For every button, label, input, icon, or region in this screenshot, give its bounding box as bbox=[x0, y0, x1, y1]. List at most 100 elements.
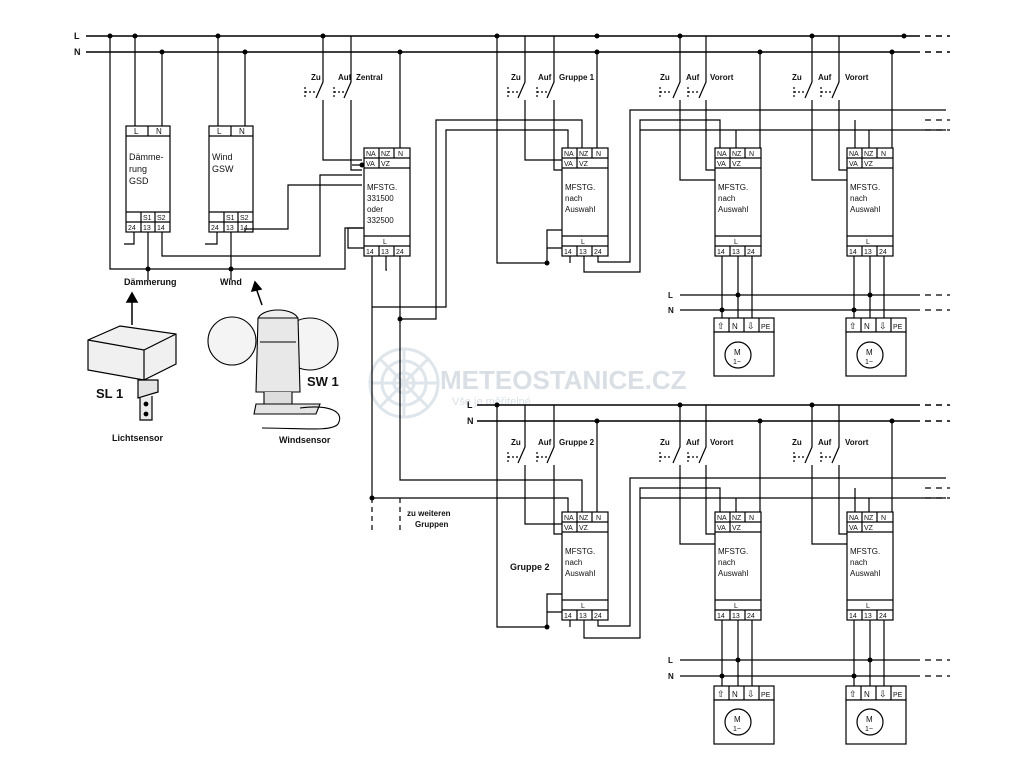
motor3-m-label: M bbox=[734, 715, 741, 724]
light-sensor-icon bbox=[87, 325, 177, 421]
main-bus bbox=[86, 35, 950, 53]
group2-gruppe2-label: Gruppe 2 bbox=[559, 438, 595, 447]
gsw-name-line1: Wind bbox=[212, 152, 233, 162]
group1-terminal-24: 24 bbox=[594, 249, 602, 256]
motor2-pe-label: PE bbox=[893, 324, 903, 331]
group2-side-label: Gruppe 2 bbox=[510, 562, 550, 572]
central-name-line2: 331500 bbox=[367, 194, 394, 203]
local3-name-line1: MFSTG. bbox=[718, 547, 748, 556]
motor3-n-label: N bbox=[732, 690, 738, 699]
local-unit-3-device: NA NZ N VA VZ MFSTG. nach Auswahl L 14 1… bbox=[714, 511, 762, 621]
local1-vorort-label: Vorort bbox=[710, 73, 734, 82]
central-terminal-24: 24 bbox=[396, 249, 404, 256]
gsw-terminal-l: L bbox=[217, 127, 222, 136]
group1-terminal-va: VA bbox=[564, 161, 573, 168]
group2-wiring bbox=[496, 405, 946, 639]
motor1-m-label: M bbox=[734, 348, 741, 357]
zu-weiteren-line1: zu weiteren bbox=[407, 509, 451, 518]
motor-bus-top-n: N bbox=[668, 306, 674, 315]
central-terminal-14: 14 bbox=[366, 249, 374, 256]
daemmerung-gsd-device: L N Dämme- rung GSD S1 S2 24 13 14 bbox=[125, 125, 171, 233]
central-terminal-na: NA bbox=[366, 151, 376, 158]
local1-terminal-va: VA bbox=[717, 161, 726, 168]
motor4-down-icon: ⇩ bbox=[879, 689, 887, 699]
local4-zu-label: Zu bbox=[792, 438, 802, 447]
local2-terminal-14: 14 bbox=[849, 249, 857, 256]
local-unit-2-device: NA NZ N VA VZ MFSTG. nach Auswahl L 14 1… bbox=[846, 147, 894, 257]
daemmerung-label: Dämmerung bbox=[124, 277, 177, 287]
local4-switch-icon bbox=[793, 405, 847, 545]
sw1-label: SW 1 bbox=[307, 374, 339, 389]
watermark-title: METEOSTANICE.CZ bbox=[440, 365, 687, 395]
gsw-terminal-13: 13 bbox=[226, 225, 234, 232]
local-unit-1-device: NA NZ N VA VZ MFSTG. nach Auswahl L 14 1… bbox=[714, 147, 762, 257]
local2-terminal-24: 24 bbox=[879, 249, 887, 256]
wind-label: Wind bbox=[220, 277, 242, 287]
group1-terminal-n: N bbox=[596, 151, 601, 158]
gsd-terminal-14: 14 bbox=[157, 225, 165, 232]
group2-terminal-14: 14 bbox=[564, 613, 572, 620]
group2-terminal-13: 13 bbox=[579, 613, 587, 620]
group1-terminal-13: 13 bbox=[579, 249, 587, 256]
motor1-up-icon: ⇧ bbox=[717, 321, 725, 331]
local3-terminal-nz: NZ bbox=[732, 515, 742, 522]
local3-zu-label: Zu bbox=[660, 438, 670, 447]
motor2-m-label: M bbox=[866, 348, 873, 357]
motor-4: ⇧ N ⇩ PE M 1~ bbox=[845, 685, 907, 745]
local3-switch-icon bbox=[659, 405, 715, 545]
gsd-name-line2: rung bbox=[129, 164, 147, 174]
gsd-terminal-24: 24 bbox=[128, 225, 136, 232]
local1-zu-label: Zu bbox=[660, 73, 670, 82]
group2-name-line2: nach bbox=[565, 558, 582, 567]
local-unit-4-device: NA NZ N VA VZ MFSTG. nach Auswahl L 14 1… bbox=[846, 511, 894, 621]
group2-bus bbox=[477, 404, 950, 422]
gsd-terminal-13: 13 bbox=[143, 225, 151, 232]
local2-vorort-label: Vorort bbox=[845, 73, 869, 82]
motor3-up-icon: ⇧ bbox=[717, 689, 725, 699]
watermark-subtitle: Vše je měřitelné bbox=[452, 396, 531, 408]
central-name-line1: MFSTG. bbox=[367, 183, 397, 192]
local3-terminal-va: VA bbox=[717, 525, 726, 532]
local3-terminal-vz: VZ bbox=[732, 525, 742, 532]
group2-terminal-na: NA bbox=[564, 515, 574, 522]
sl1-label: SL 1 bbox=[96, 386, 123, 401]
group2-terminal-l: L bbox=[581, 603, 585, 610]
group1-terminal-nz: NZ bbox=[579, 151, 589, 158]
group1-name-line3: Auswahl bbox=[565, 205, 595, 214]
gsw-terminal-s2: S2 bbox=[240, 215, 249, 222]
local3-terminal-13: 13 bbox=[732, 613, 740, 620]
central-terminal-13: 13 bbox=[381, 249, 389, 256]
motor3-pe-label: PE bbox=[761, 692, 771, 699]
motor-bus-top bbox=[680, 119, 950, 311]
group2-terminal-n: N bbox=[596, 515, 601, 522]
local1-terminal-na: NA bbox=[717, 151, 727, 158]
local3-name-line3: Auswahl bbox=[718, 569, 748, 578]
local1-name-line3: Auswahl bbox=[718, 205, 748, 214]
group1-name-line2: nach bbox=[565, 194, 582, 203]
local2-wiring bbox=[853, 52, 893, 318]
local4-terminal-nz: NZ bbox=[864, 515, 874, 522]
group2-switch-icon bbox=[507, 405, 562, 535]
group1-terminal-na: NA bbox=[564, 151, 574, 158]
gsd-name-line3: GSD bbox=[129, 176, 149, 186]
local4-terminal-na: NA bbox=[849, 515, 859, 522]
gsw-terminal-14: 14 bbox=[240, 225, 248, 232]
local4-wiring bbox=[853, 421, 893, 686]
motor-bus-bottom bbox=[680, 487, 950, 677]
local4-terminal-13: 13 bbox=[864, 613, 872, 620]
local2-auf-label: Auf bbox=[818, 73, 832, 82]
local2-name-line1: MFSTG. bbox=[850, 183, 880, 192]
lichtsensor-label: Lichtsensor bbox=[112, 433, 164, 443]
local1-terminal-24: 24 bbox=[747, 249, 755, 256]
local4-terminal-14: 14 bbox=[849, 613, 857, 620]
local2-name-line3: Auswahl bbox=[850, 205, 880, 214]
motor2-up-icon: ⇧ bbox=[849, 321, 857, 331]
central-name-line4: 332500 bbox=[367, 216, 394, 225]
bus-l-label: L bbox=[74, 31, 80, 41]
local2-terminal-vz: VZ bbox=[864, 161, 874, 168]
group2-auf-label: Auf bbox=[538, 438, 552, 447]
central-name-line3: oder bbox=[367, 205, 383, 214]
local4-name-line1: MFSTG. bbox=[850, 547, 880, 556]
local4-name-line3: Auswahl bbox=[850, 569, 880, 578]
